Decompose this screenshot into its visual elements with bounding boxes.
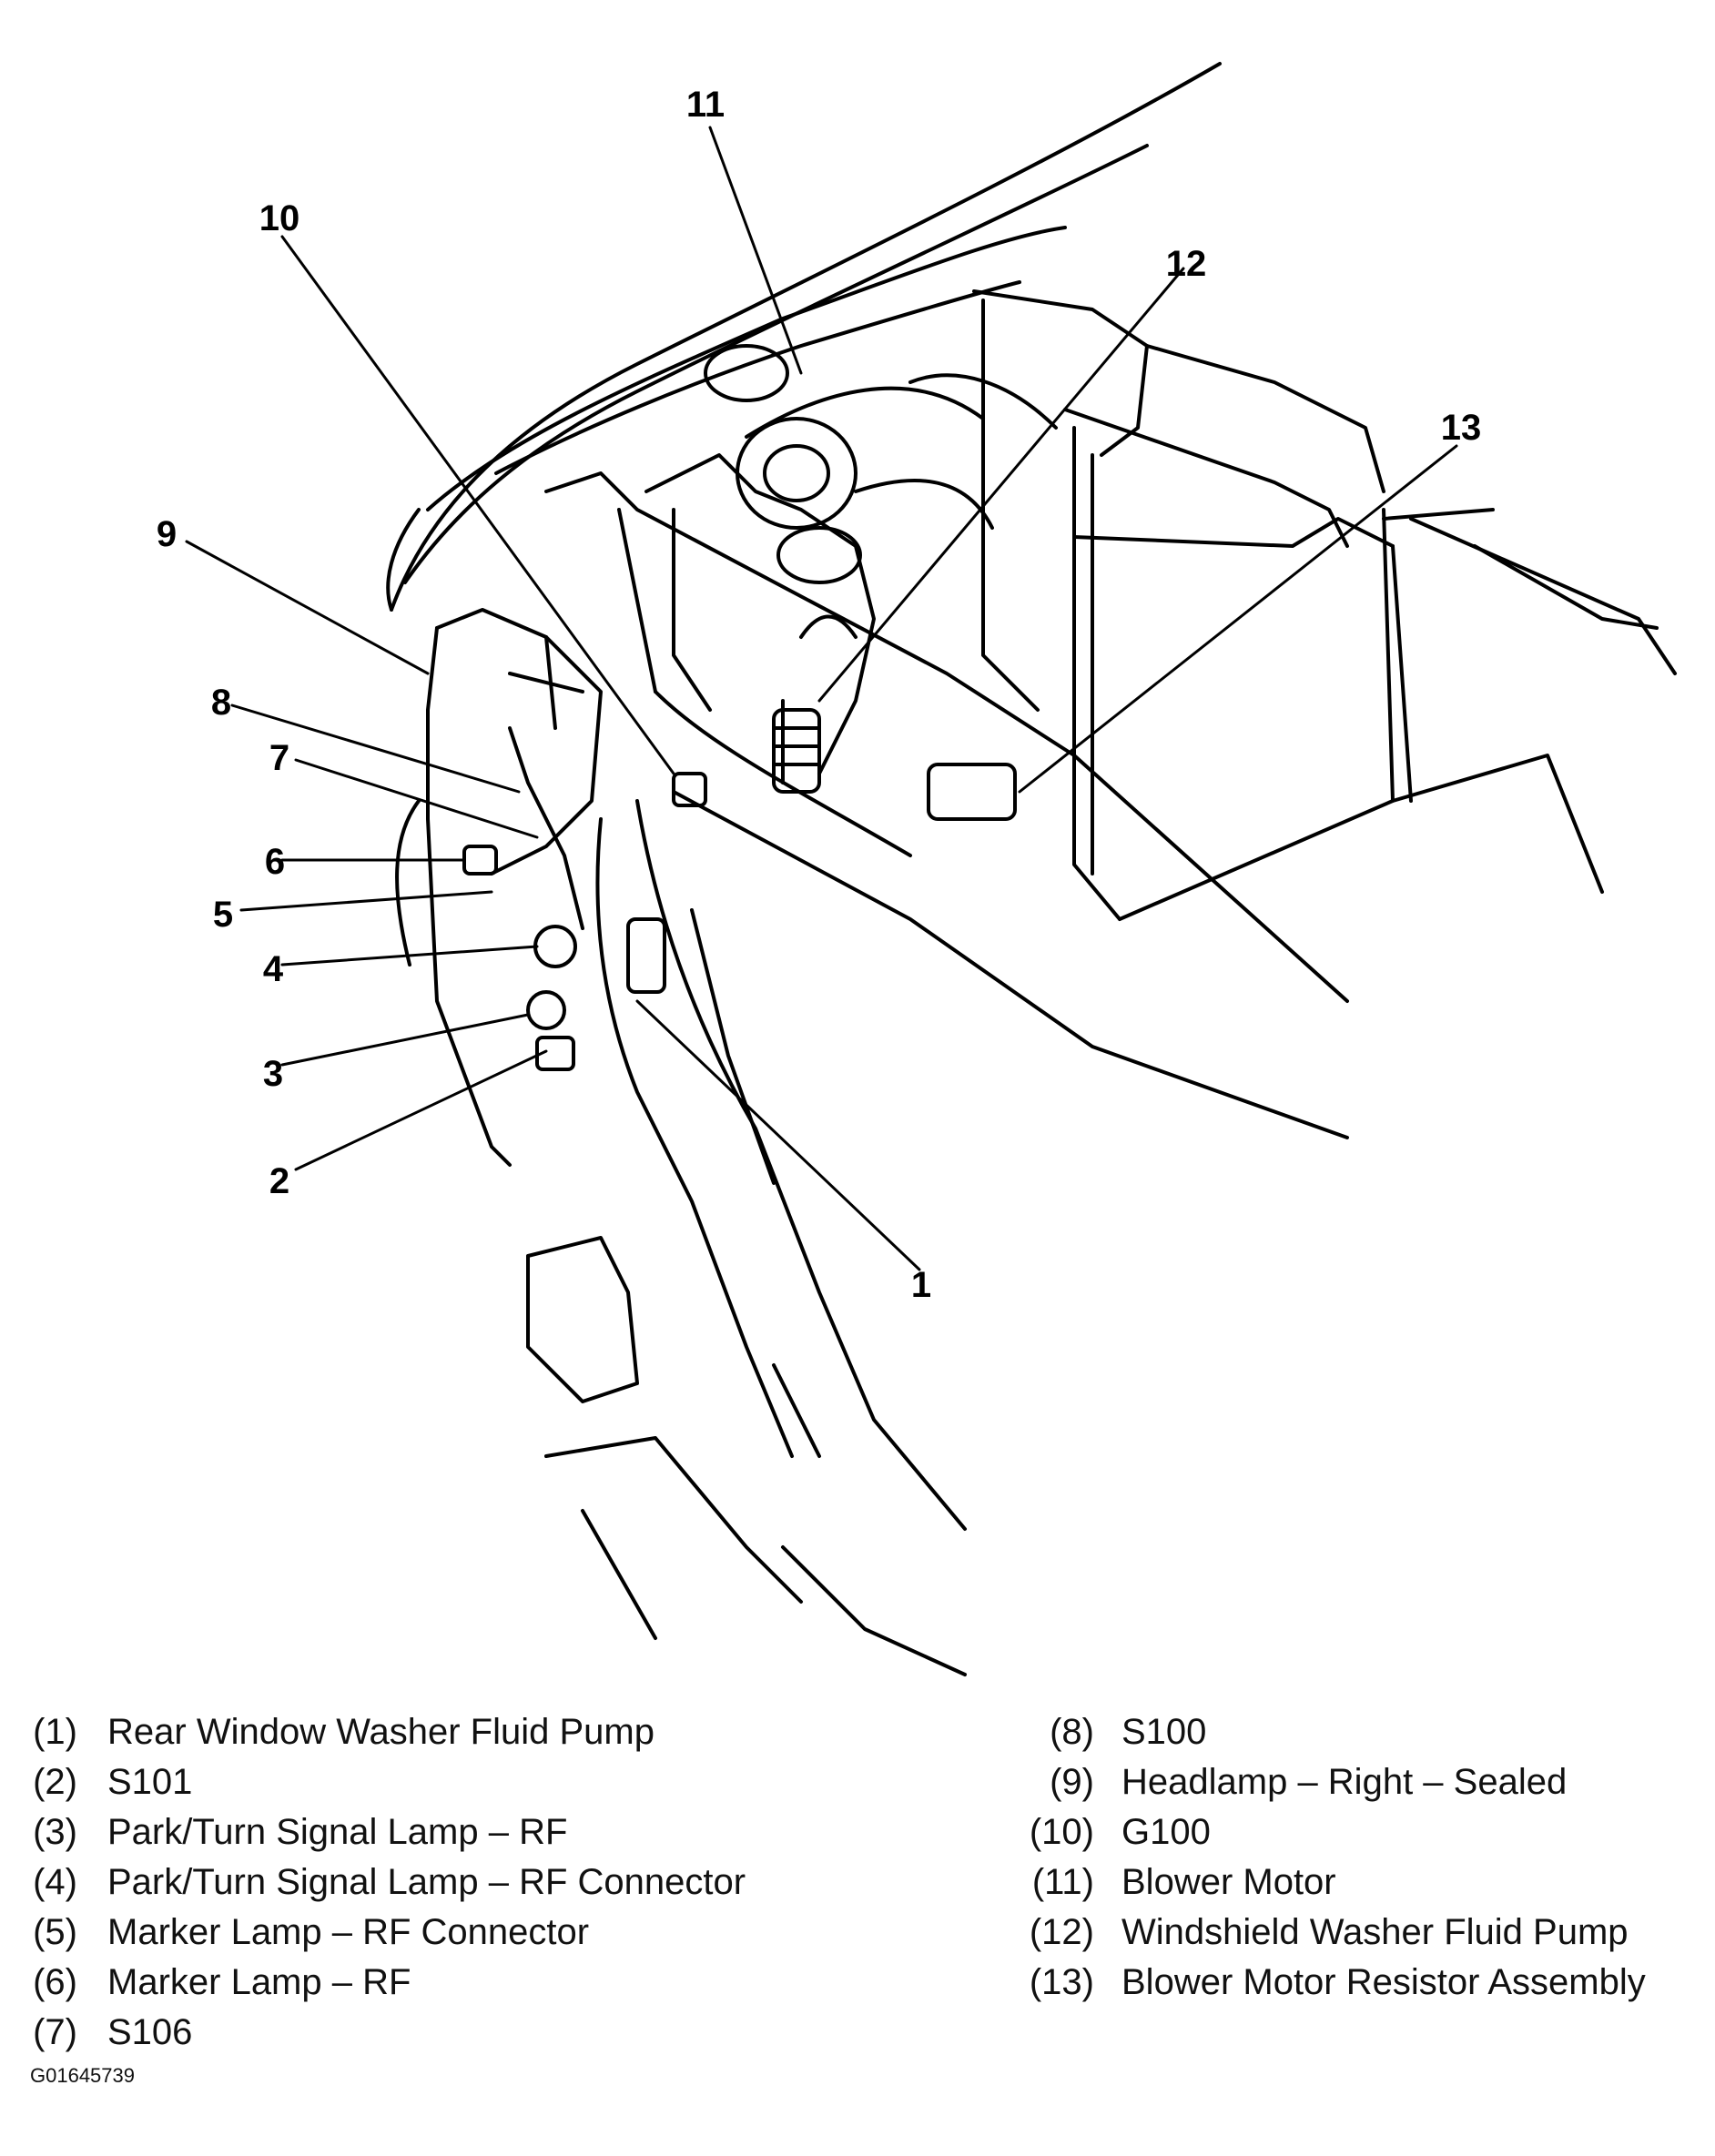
callout-5: 5 [212,895,234,935]
callout-12: 12 [1165,244,1207,284]
callout-2: 2 [269,1161,290,1201]
callout-4: 4 [262,949,284,989]
callout-8: 8 [210,683,232,723]
callout-9: 9 [156,514,178,554]
figure-code: G01645739 [30,2064,135,2087]
washer-reservoir [644,344,876,794]
callout-11: 11 [685,85,726,125]
callout-13: 13 [1440,408,1482,448]
leader-lines [185,126,1458,1271]
callout-6: 6 [264,842,286,882]
connectors-splices [462,726,1017,1458]
headlamp-housing [426,608,603,1167]
callout-3: 3 [262,1054,284,1094]
callout-1: 1 [910,1265,932,1305]
blower-housing [972,289,1677,921]
component-locator-drawing [185,62,1677,1676]
hood-edge-lines [386,62,1222,612]
callout-10: 10 [259,198,300,238]
fender-wheelwell [395,799,967,1676]
callout-7: 7 [269,738,290,778]
radiator-support [544,471,1349,1139]
